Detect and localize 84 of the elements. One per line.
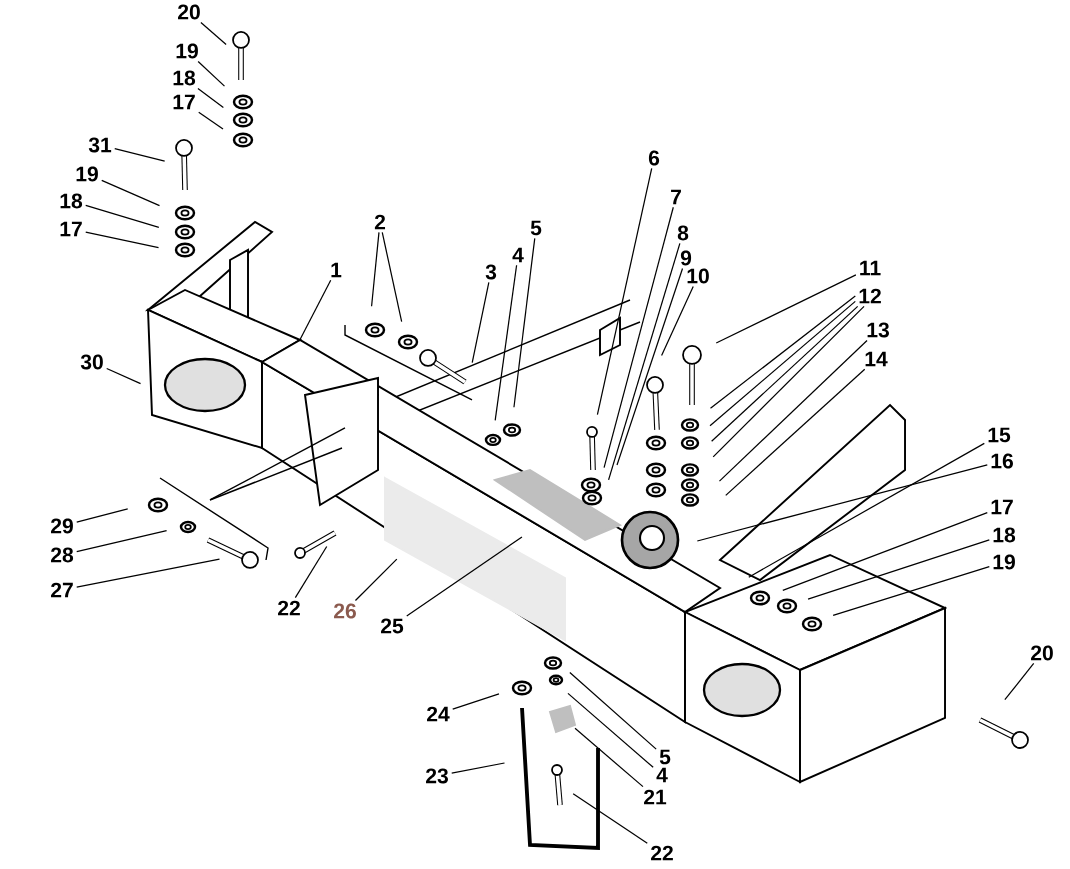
callout-number: 16 [991, 453, 1013, 469]
callout-number: 19 [176, 43, 198, 59]
callout-number: 23 [426, 768, 448, 784]
leader-line [572, 793, 648, 844]
callout-number: 15 [988, 427, 1011, 443]
leader-line [596, 167, 653, 416]
leader-line [696, 464, 988, 542]
callout-number: 4 [656, 767, 668, 783]
callout-number: 31 [88, 137, 112, 153]
leader-line [370, 231, 380, 307]
callout-number: 1 [331, 262, 342, 278]
leader-line [381, 231, 403, 323]
leader-line [198, 111, 224, 130]
callout-number: 6 [648, 150, 660, 166]
callout-number: 5 [659, 749, 671, 765]
leader-line [709, 300, 856, 427]
leader-line [76, 508, 129, 523]
leader-line [452, 693, 500, 710]
leader-line [197, 87, 224, 109]
leader-line [748, 442, 985, 578]
callout-number: 21 [644, 789, 667, 805]
leader-line [114, 148, 166, 162]
leader-line [807, 539, 990, 600]
leader-line [725, 368, 866, 496]
callout-number: 18 [60, 193, 83, 209]
leader-line [1004, 662, 1035, 701]
callout-number: 26 [334, 603, 356, 619]
callout-number: 2 [374, 214, 386, 230]
leader-line [76, 558, 221, 588]
leader-line [494, 264, 518, 421]
leader-line [569, 671, 657, 750]
leader-line [106, 367, 142, 385]
callout-number: 3 [485, 264, 497, 280]
leader-line [603, 206, 674, 469]
callout-number: 19 [993, 554, 1015, 570]
callout-number: 17 [991, 499, 1013, 515]
leader-line [782, 511, 988, 591]
leader-line [354, 558, 398, 602]
callout-number: 8 [677, 225, 689, 241]
leader-line [406, 536, 523, 617]
callout-number: 19 [76, 166, 98, 182]
leader-line [298, 279, 332, 342]
callout-number: 5 [530, 220, 542, 236]
callout-number: 24 [427, 706, 450, 722]
leader-line [567, 692, 654, 768]
callout-number: 17 [60, 221, 82, 237]
leader-line [200, 21, 227, 46]
callout-number: 12 [859, 288, 881, 304]
leader-line [471, 281, 490, 364]
callout-number: 30 [80, 354, 103, 370]
leader-line [607, 242, 681, 481]
callout-number: 18 [173, 70, 196, 86]
callout-number: 20 [178, 4, 200, 20]
leader-line [85, 204, 160, 229]
leader-line [832, 565, 990, 616]
callout-number: 27 [51, 582, 73, 598]
leader-line [718, 339, 868, 482]
callout-number: 9 [680, 250, 692, 266]
leader-line [660, 285, 694, 357]
callout-number: 7 [671, 189, 681, 205]
callout-number: 4 [512, 247, 524, 263]
leader-line [101, 179, 161, 207]
callout-number: 22 [651, 845, 673, 861]
callout-number: 28 [51, 547, 74, 563]
leader-line [76, 529, 168, 553]
callout-number: 25 [381, 618, 404, 634]
callout-number: 17 [173, 94, 195, 110]
leader-line [197, 60, 226, 87]
leader-line [513, 237, 536, 408]
callout-number: 29 [51, 518, 73, 534]
leader-line [294, 545, 328, 599]
leader-line [85, 231, 160, 249]
leader-line [709, 295, 856, 409]
callout-number: 18 [993, 527, 1016, 543]
leader-line [715, 274, 857, 344]
leader-line [451, 762, 506, 774]
callout-number: 20 [1031, 645, 1053, 661]
leader-line [616, 267, 684, 466]
leader-line [574, 727, 644, 788]
callout-number: 13 [867, 322, 889, 338]
callout-number: 14 [865, 351, 888, 367]
callout-number: 10 [687, 268, 709, 284]
callout-number: 11 [860, 260, 881, 276]
callout-number: 22 [278, 600, 300, 616]
